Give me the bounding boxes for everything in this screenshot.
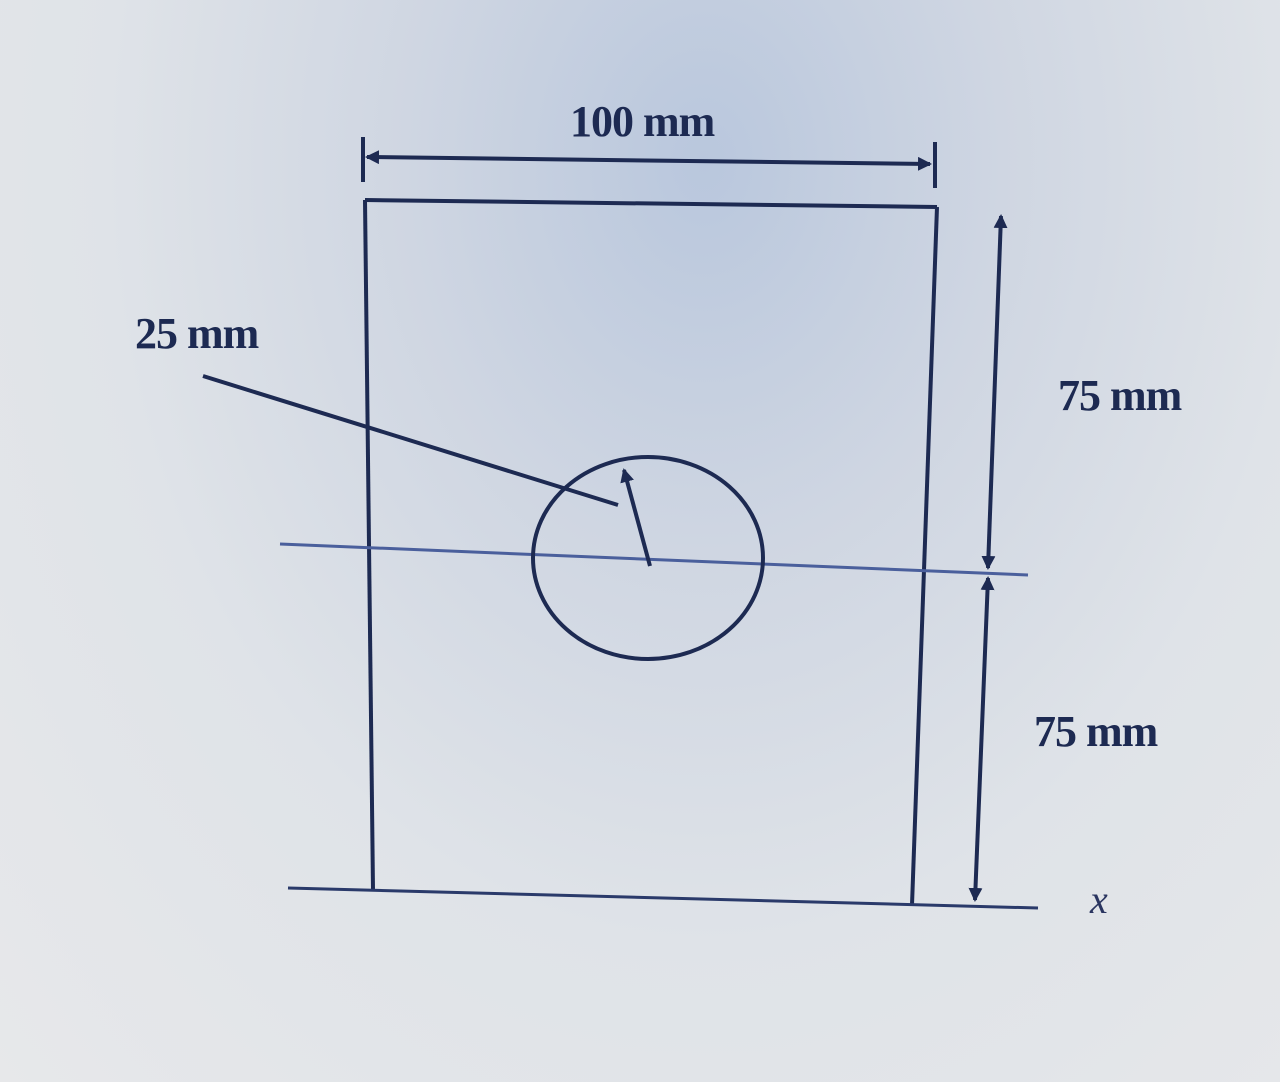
lower-height-label: 75 mm (1034, 707, 1158, 756)
x-axis-label: x (1090, 877, 1108, 922)
upper-height-label: 75 mm (1058, 371, 1182, 420)
hole-radius-label: 25 mm (135, 309, 259, 358)
upper-height-dimension (981, 214, 1008, 570)
radius-leader-line (202, 374, 619, 507)
lower-height-dimension (968, 576, 995, 902)
plate-outline (363, 198, 939, 906)
width-dimension (361, 137, 937, 188)
width-label: 100 mm (570, 97, 715, 146)
x-axis-line (287, 886, 1039, 910)
hole-centerline (279, 542, 1029, 577)
radius-line (620, 468, 652, 567)
circular-hole (531, 455, 765, 661)
